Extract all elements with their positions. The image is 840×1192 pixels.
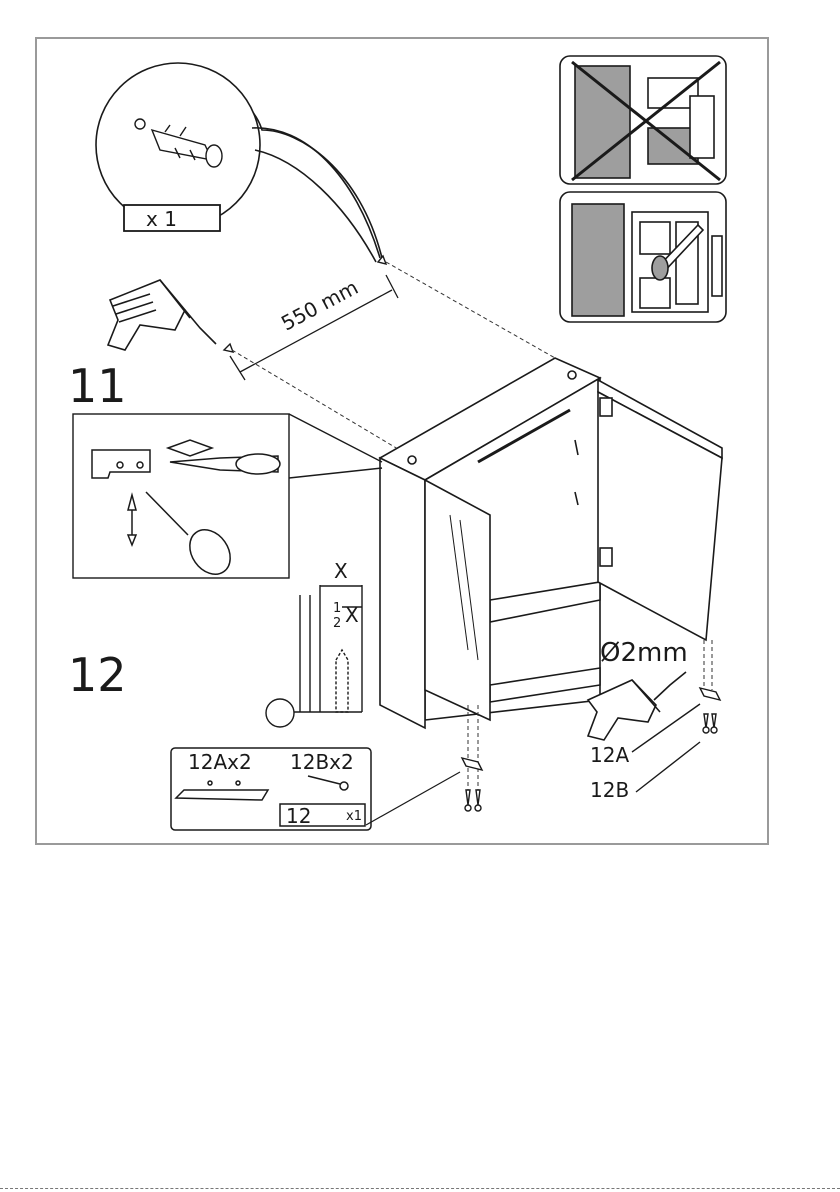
- dimension-line: [230, 275, 398, 380]
- fraction-denominator: 2: [333, 617, 341, 630]
- bag-qty: x1: [346, 810, 362, 823]
- wall-point-left: [224, 344, 233, 352]
- qty-badge: x 1: [146, 209, 177, 229]
- drill-size-label: Ø2mm: [600, 640, 688, 666]
- half-x-label: X: [345, 605, 359, 625]
- page-bottom-rule: [0, 1188, 840, 1189]
- drill-icon-12: [588, 672, 686, 740]
- wall-plug-magnifier: [96, 63, 382, 262]
- bag-number: 12: [286, 806, 311, 826]
- step-number-11: 11: [68, 363, 127, 409]
- wall-plan-panel-wrong: [560, 56, 726, 184]
- part-12b-qty: 12Bx2: [290, 752, 354, 772]
- bracket-12a-right: [700, 688, 720, 733]
- parts-callout: [366, 772, 460, 825]
- step-number-12: 12: [68, 652, 127, 698]
- label-12a: 12A: [590, 745, 629, 765]
- drill-icon: [108, 280, 216, 350]
- cabinet: [380, 358, 722, 728]
- label-12b: 12B: [590, 780, 629, 800]
- measure-x-label: X: [334, 561, 348, 581]
- wall-plan-panel-right: [560, 192, 726, 322]
- part-12a-qty: 12Ax2: [188, 752, 252, 772]
- bracket-12a-left: [462, 758, 482, 811]
- fraction-numerator: 1: [333, 602, 341, 615]
